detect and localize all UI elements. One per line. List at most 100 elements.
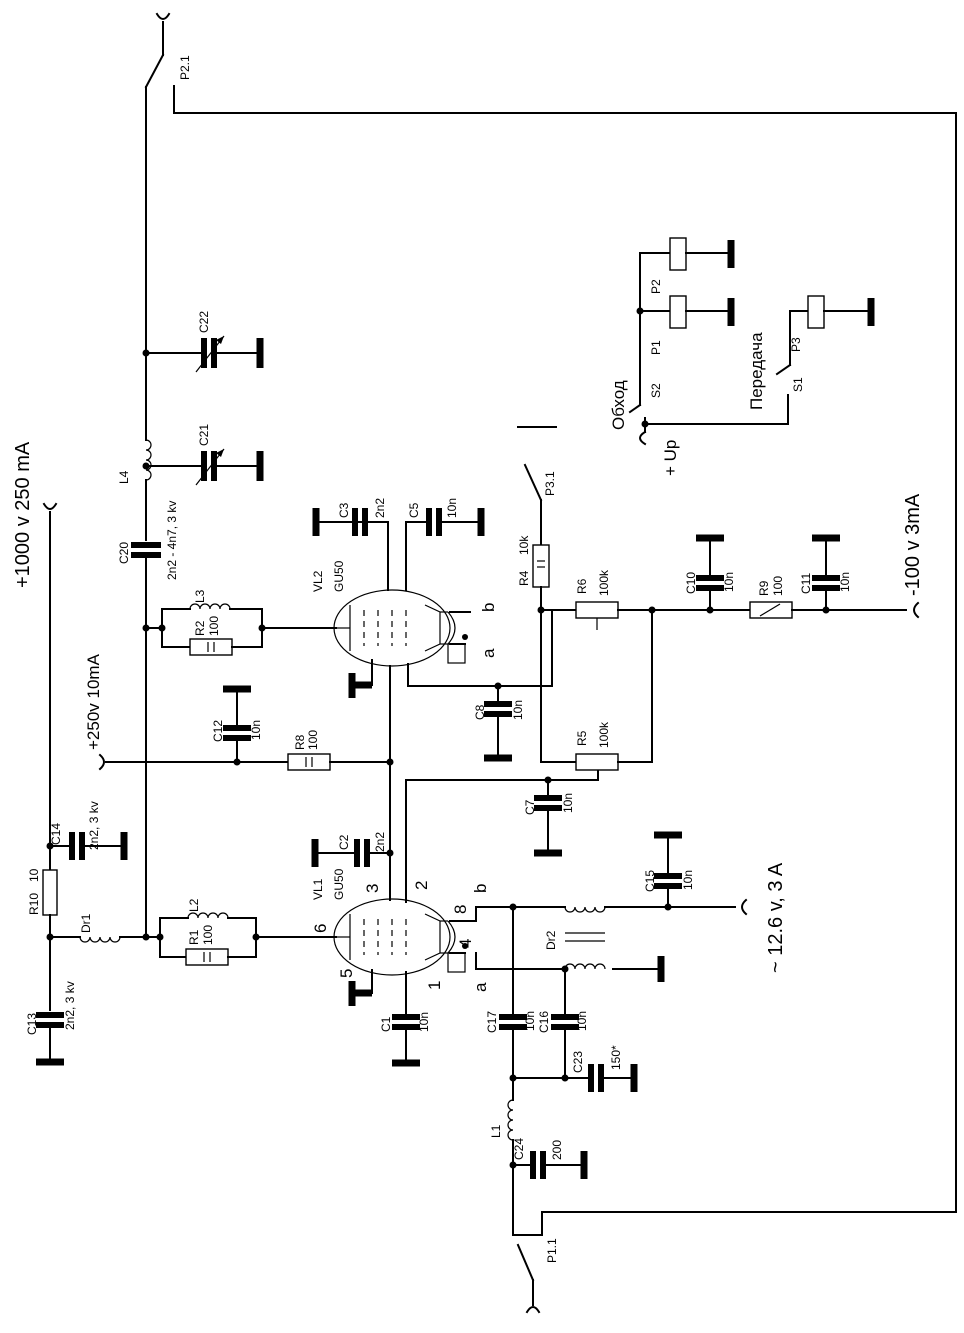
vl1-label: VL1 xyxy=(311,878,325,900)
l4-label: L4 xyxy=(117,470,131,484)
vl1-grid-bias-line xyxy=(405,769,599,903)
c14-label: C14 xyxy=(49,823,63,845)
c11-label: C11 xyxy=(799,573,813,594)
bypass-switch-label: Обход xyxy=(609,380,628,430)
l3-label: L3 xyxy=(193,589,207,603)
inductor-l4 xyxy=(145,352,152,541)
parasitic-suppressor-l3-r2 xyxy=(142,603,337,656)
potentiometer-r6 xyxy=(540,601,656,630)
dr2-label: Dr2 xyxy=(544,930,558,950)
r8-value: 100 xyxy=(306,730,320,750)
capacitor-c8 xyxy=(484,685,512,762)
capacitor-c21 xyxy=(142,448,264,486)
bypass-line xyxy=(541,112,957,1236)
l1-label: L1 xyxy=(489,1124,503,1138)
r9-label: R9 xyxy=(757,580,771,596)
vl2-pin-b: b xyxy=(479,603,498,612)
hv-feed xyxy=(42,502,58,1011)
c10-value: 10n xyxy=(722,572,736,592)
capacitor-c5 xyxy=(405,508,485,591)
c24-value: 200 xyxy=(550,1140,564,1160)
c21-label: C21 xyxy=(197,424,211,446)
capacitor-c24 xyxy=(512,1151,588,1179)
r9-value: 100 xyxy=(771,576,785,596)
r10-label: R10 xyxy=(27,893,41,915)
capacitor-c16 xyxy=(551,968,579,1079)
c17-value: 10n xyxy=(523,1011,537,1031)
capacitor-c23 xyxy=(509,1064,638,1092)
r6-value: 100k xyxy=(597,569,611,596)
dr1-label: Dr1 xyxy=(79,913,93,933)
c15-value: 10n xyxy=(681,870,695,890)
capacitor-c17 xyxy=(499,906,527,1079)
relay-contact-p2-1 xyxy=(144,12,957,351)
c10-label: C10 xyxy=(684,572,698,594)
parasitic-suppressor-l2-r1 xyxy=(142,912,337,966)
r4-label: R4 xyxy=(517,570,531,586)
filament-network xyxy=(475,903,569,973)
c8-label: C8 xyxy=(473,704,487,720)
capacitor-c7 xyxy=(534,779,562,857)
screen-supply xyxy=(98,665,394,901)
bias-line xyxy=(651,601,920,619)
relay-contact-p3-1 xyxy=(517,426,557,546)
capacitor-c12 xyxy=(223,685,251,763)
c12-label: C12 xyxy=(211,720,225,742)
vl1-pin-8: 8 xyxy=(451,905,470,914)
filament-supply-label: ~ 12.6 v, 3 A xyxy=(765,862,787,973)
c20-value: 2n2 - 4n7, 3 kv xyxy=(165,501,179,580)
c2-value: 2n2 xyxy=(373,832,387,852)
c20-label: C20 xyxy=(117,542,131,564)
p3-1-label: P3.1 xyxy=(543,471,557,496)
c1-value: 10n xyxy=(417,1012,431,1032)
capacitor-c14 xyxy=(46,832,128,860)
c13-label: C13 xyxy=(25,1013,39,1035)
inductor-l1 xyxy=(507,1077,517,1236)
capacitor-c11 xyxy=(812,534,840,611)
c2-label: C2 xyxy=(337,834,351,850)
p3-label: P3 xyxy=(789,337,803,352)
c7-value: 10n xyxy=(561,793,575,813)
c12-value: 10n xyxy=(249,720,263,740)
c23-value: 150* xyxy=(609,1045,623,1070)
p1-1-label: P1.1 xyxy=(545,1238,559,1263)
capacitor-c22 xyxy=(142,335,264,373)
r8-label: R8 xyxy=(293,734,307,750)
vl1-pin-3: 3 xyxy=(363,884,382,893)
switch-s1 xyxy=(775,363,792,425)
capacitor-c10 xyxy=(696,534,724,611)
vl1-pin-6: 6 xyxy=(311,924,330,933)
c13-value: 2n2, 3 kv xyxy=(63,981,77,1030)
c5-label: C5 xyxy=(407,502,421,518)
l2-label: L2 xyxy=(187,898,201,912)
r5-label: R5 xyxy=(575,730,589,746)
vl2-label: VL2 xyxy=(311,570,325,592)
p1-label: P1 xyxy=(649,340,663,355)
relay-coils xyxy=(636,237,875,406)
c22-label: C22 xyxy=(197,311,211,333)
bias-supply-label: -100 v 3mA xyxy=(902,493,924,596)
capacitor-c2 xyxy=(311,839,394,867)
r1-value: 100 xyxy=(201,925,215,945)
r1-label: R1 xyxy=(187,929,201,945)
relay-supply-label: + Up xyxy=(661,440,680,476)
capacitor-c1 xyxy=(392,971,420,1067)
resistor-r4 xyxy=(532,544,550,763)
c24-label: C24 xyxy=(512,1138,526,1160)
c16-label: C16 xyxy=(537,1011,551,1033)
c23-label: C23 xyxy=(571,1051,585,1073)
vl1-type-label: GU50 xyxy=(332,868,346,900)
p2-label: P2 xyxy=(649,279,663,294)
tube-vl2 xyxy=(333,589,471,698)
c17-label: C17 xyxy=(485,1011,499,1033)
p2-1-label: P2.1 xyxy=(178,55,192,80)
vl2-pin-a: a xyxy=(479,648,498,658)
capacitor-c15 xyxy=(654,831,682,908)
c11-value: 10n xyxy=(838,572,852,592)
hv-supply-label: +1000 v 250 mA xyxy=(12,441,34,588)
r2-label: R2 xyxy=(193,620,207,636)
c3-value: 2n2 xyxy=(373,498,387,518)
r4-value: 10k xyxy=(517,535,531,555)
vl2-type-label: GU50 xyxy=(332,560,346,592)
